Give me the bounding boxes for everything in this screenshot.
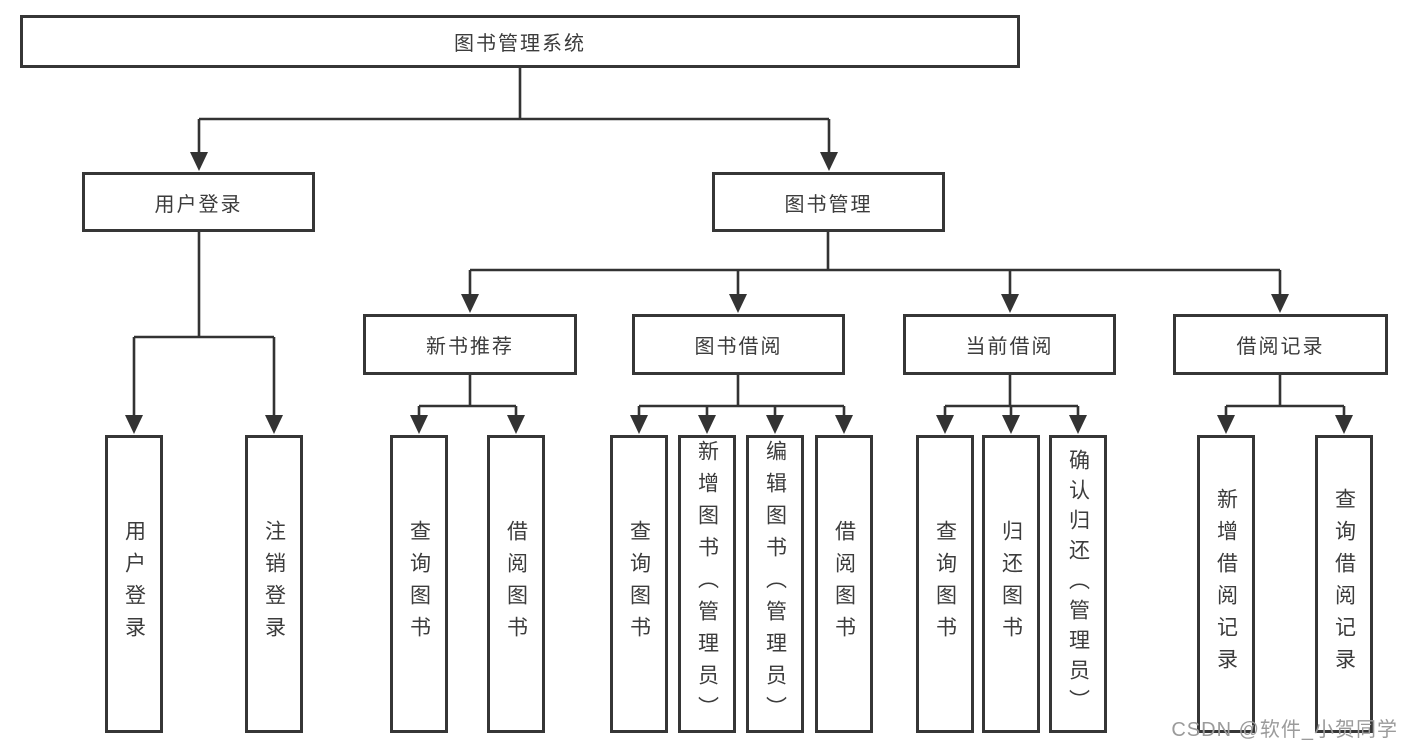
tree-edges (132, 67, 1346, 420)
leaf-user-login: 用户登录 (105, 435, 163, 733)
leaf-query-books-recommend-label: 查询图书 (407, 520, 431, 648)
leaf-borrow-books-borrow: 借阅图书 (815, 435, 873, 733)
leaf-query-books-borrow: 查询图书 (610, 435, 668, 733)
leaf-query-books-recommend: 查询图书 (390, 435, 448, 733)
node-borrow-records-label: 借阅记录 (1236, 336, 1325, 358)
node-user-login-label: 用户登录 (154, 193, 243, 216)
leaf-borrow-books-recommend-label: 借阅图书 (504, 520, 528, 648)
csdn-watermark: CSDN @软件_小贺同学 (1171, 719, 1398, 741)
leaf-logout: 注销登录 (245, 435, 303, 733)
leaf-borrow-books-recommend: 借阅图书 (487, 435, 545, 733)
node-book-management-label: 图书管理 (784, 193, 873, 216)
leaf-add-borrow-record-label: 新增借阅记录 (1214, 488, 1238, 680)
leaf-return-books-label: 归还图书 (999, 520, 1023, 648)
leaf-return-books: 归还图书 (982, 435, 1040, 733)
leaf-confirm-return-admin-label: 确认归还（管理员） (1066, 449, 1090, 719)
node-current-borrow-label: 当前借阅 (965, 336, 1054, 358)
leaf-add-books-admin: 新增图书（管理员） (678, 435, 736, 733)
node-root-label: 图书管理系统 (454, 33, 586, 55)
leaf-query-books-current-label: 查询图书 (933, 520, 957, 648)
node-current-borrow: 当前借阅 (903, 314, 1116, 375)
leaf-query-books-current: 查询图书 (916, 435, 974, 733)
leaf-query-books-borrow-label: 查询图书 (627, 520, 651, 648)
arrowheads (125, 152, 1353, 434)
node-new-book-recommend-label: 新书推荐 (426, 336, 514, 358)
node-book-management: 图书管理 (712, 172, 945, 232)
leaf-user-login-label: 用户登录 (122, 520, 146, 648)
node-borrow-records: 借阅记录 (1173, 314, 1388, 375)
node-new-book-recommend: 新书推荐 (363, 314, 577, 375)
leaf-add-borrow-record: 新增借阅记录 (1197, 435, 1255, 733)
node-book-borrow-label: 图书借阅 (694, 336, 783, 358)
leaf-borrow-books-borrow-label: 借阅图书 (832, 520, 856, 648)
node-root: 图书管理系统 (20, 15, 1020, 68)
leaf-edit-books-admin: 编辑图书（管理员） (746, 435, 804, 733)
leaf-query-borrow-record: 查询借阅记录 (1315, 435, 1373, 733)
leaf-edit-books-admin-label: 编辑图书（管理员） (763, 440, 787, 728)
leaf-add-books-admin-label: 新增图书（管理员） (695, 440, 719, 728)
leaf-query-borrow-record-label: 查询借阅记录 (1332, 488, 1356, 680)
node-user-login: 用户登录 (82, 172, 315, 232)
leaf-confirm-return-admin: 确认归还（管理员） (1049, 435, 1107, 733)
leaf-logout-label: 注销登录 (262, 520, 286, 648)
node-book-borrow: 图书借阅 (632, 314, 845, 375)
